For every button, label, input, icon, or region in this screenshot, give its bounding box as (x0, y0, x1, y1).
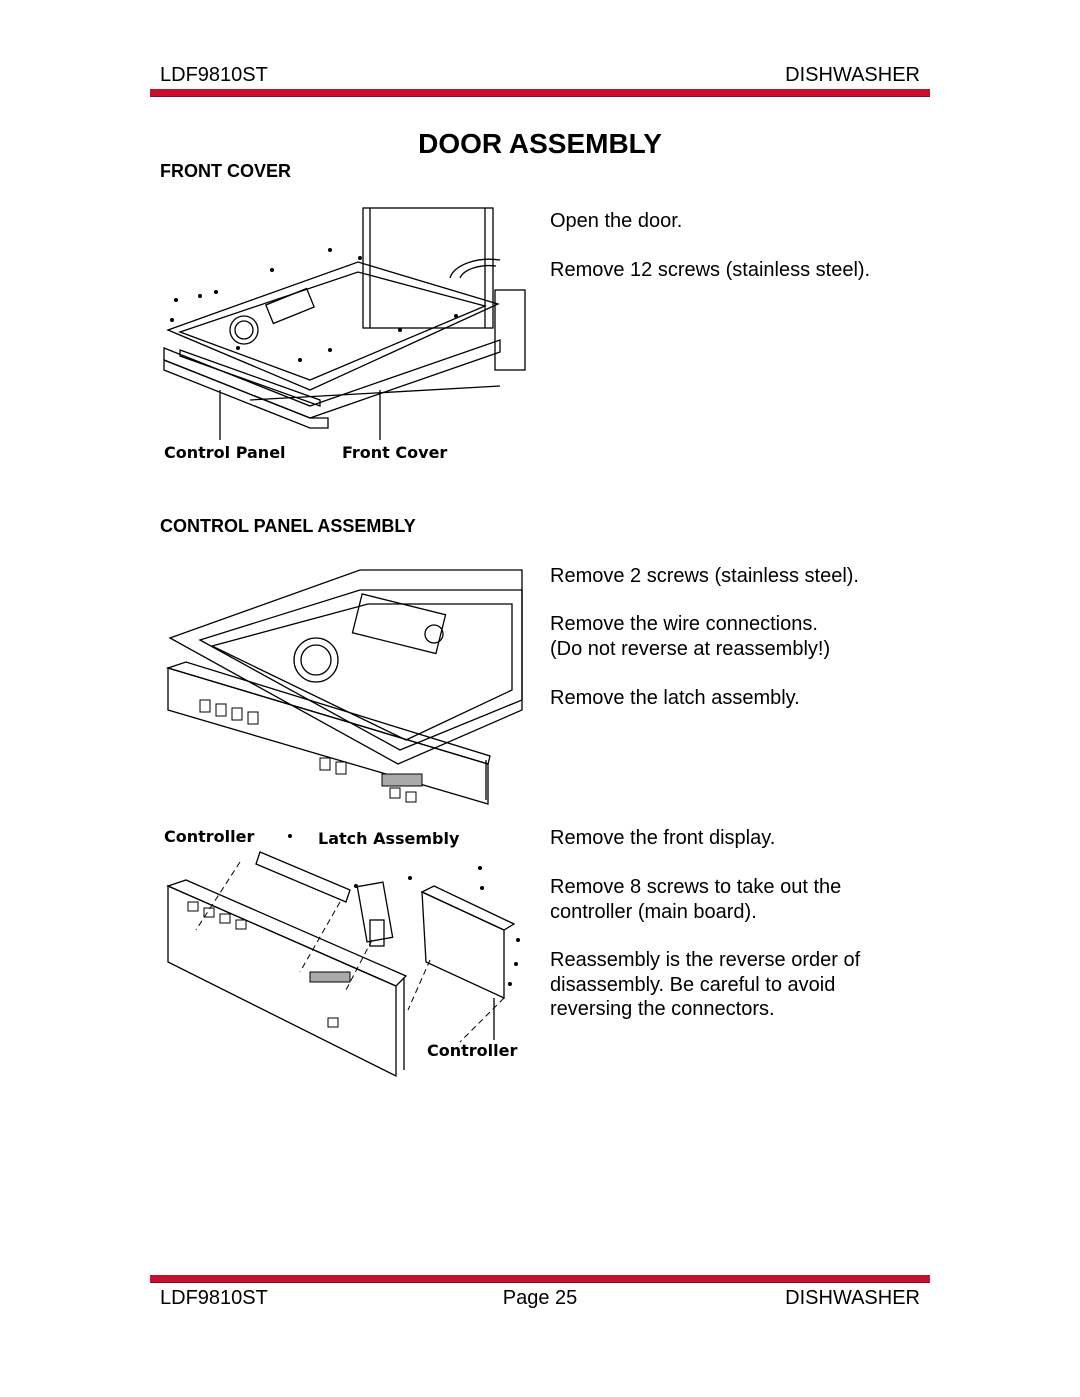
front-cover-heading: FRONT COVER (160, 161, 292, 181)
fig3-label-controller-bottom: Controller (427, 1041, 517, 1060)
header-product: DISHWASHER (785, 64, 920, 86)
step-reassembly-2: disassembly. Be careful to avoid (550, 974, 836, 996)
fig3-label-latch-assembly: Latch Assembly (318, 829, 460, 848)
controller-exploded-diagram: Controller Latch Assembly Controller (164, 827, 520, 1078)
step-remove-wire: Remove the wire connections. (550, 613, 818, 635)
fig1-label-control-panel: Control Panel (164, 443, 286, 462)
fig3-label-controller-top: Controller (164, 827, 254, 846)
step-remove-front-display: Remove the front display. (550, 827, 776, 849)
step-remove-latch: Remove the latch assembly. (550, 687, 800, 709)
page-title: DOOR ASSEMBLY (418, 128, 662, 159)
front-cover-diagram: Control Panel Front Cover (163, 207, 526, 462)
header-rule (150, 89, 930, 96)
header-model: LDF9810ST (160, 64, 268, 86)
fig1-label-front-cover: Front Cover (342, 443, 447, 462)
step-reassembly-3: reversing the connectors. (550, 998, 775, 1020)
control-panel-heading: CONTROL PANEL ASSEMBLY (160, 516, 416, 536)
step-remove-2-screws: Remove 2 screws (stainless steel). (550, 565, 859, 587)
step-reassembly-1: Reassembly is the reverse order of (550, 949, 861, 971)
footer-model: LDF9810ST (160, 1287, 268, 1309)
control-panel-diagram (165, 569, 523, 805)
step-remove-12-screws: Remove 12 screws (stainless steel). (550, 259, 871, 281)
footer-rule (150, 1275, 930, 1282)
step-open-door: Open the door. (550, 210, 683, 232)
step-remove-8-screws: Remove 8 screws to take out the (550, 876, 842, 898)
footer-page-number: Page 25 (502, 1287, 578, 1309)
step-do-not-reverse: (Do not reverse at reassembly!) (550, 638, 831, 660)
footer-product: DISHWASHER (785, 1287, 920, 1309)
step-controller-main-board: controller (main board). (550, 901, 757, 923)
